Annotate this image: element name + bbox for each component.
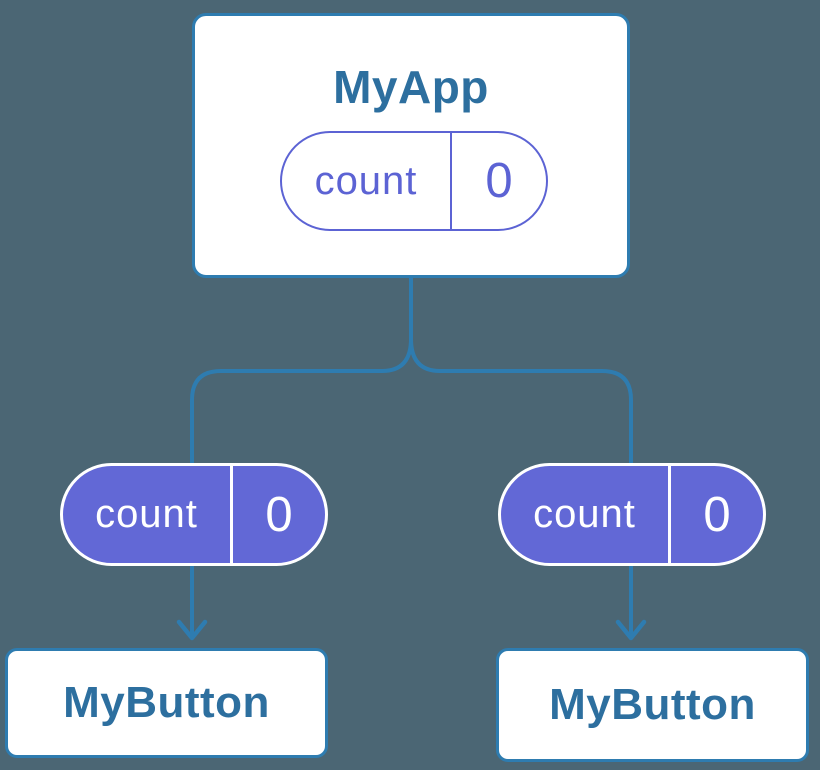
state-pill-myapp: count 0 [280, 131, 548, 231]
left-arrowhead-icon [176, 619, 208, 641]
component-label-myapp: MyApp [333, 61, 489, 113]
component-label-mybutton-right: MyButton [549, 679, 756, 729]
state-pill-right-child: count 0 [498, 463, 766, 566]
state-value: 0 [230, 466, 325, 563]
component-card-mybutton-right: MyButton [496, 648, 809, 762]
right-branch-line [409, 338, 633, 464]
state-name: count [95, 492, 198, 536]
state-value: 0 [450, 133, 546, 229]
state-name: count [533, 492, 636, 536]
left-branch-line [190, 338, 413, 464]
state-pill-left-child: count 0 [60, 463, 328, 566]
component-label-mybutton-left: MyButton [63, 677, 270, 727]
right-arrowhead-icon [615, 619, 647, 641]
state-value: 0 [668, 466, 763, 563]
state-name: count [314, 158, 418, 203]
component-card-mybutton-left: MyButton [5, 648, 328, 758]
component-card-myapp: MyApp count 0 [192, 13, 630, 278]
